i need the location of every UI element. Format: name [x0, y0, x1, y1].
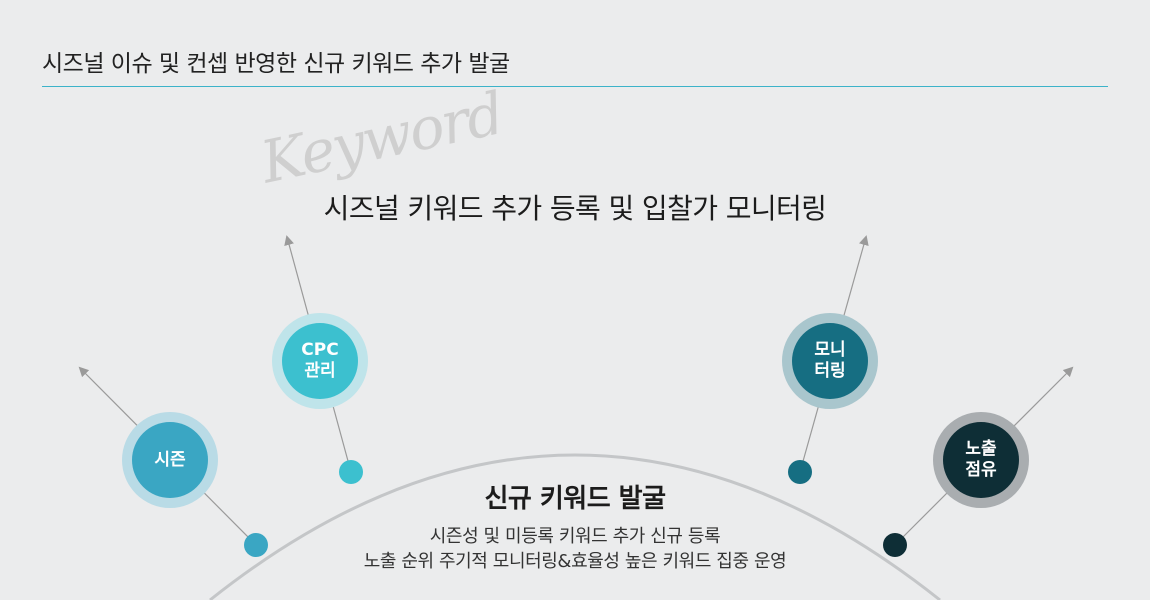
center-description: 시즌성 및 미등록 키워드 추가 신규 등록 노출 순위 주기적 모니터링&효율…	[0, 524, 1150, 574]
node-exposure-label: 노출 점유	[965, 439, 997, 480]
anchor-dot-monitoring	[788, 460, 812, 484]
node-monitoring: 모니 터링	[782, 313, 878, 409]
node-exposure: 노출 점유	[933, 412, 1029, 508]
center-desc-line-1: 시즌성 및 미등록 키워드 추가 신규 등록	[429, 526, 721, 547]
center-desc-line-2: 노출 순위 주기적 모니터링&효율성 높은 키워드 집중 운영	[363, 551, 787, 572]
anchor-dot-season	[244, 533, 268, 557]
node-monitoring-label: 모니 터링	[814, 340, 846, 381]
node-season-label: 시즌	[154, 449, 186, 470]
headline: 시즈널 키워드 추가 등록 및 입찰가 모니터링	[323, 192, 827, 225]
main-arc	[209, 453, 941, 600]
node-cpc: CPC 관리	[272, 313, 368, 409]
page-title: 시즈널 이슈 및 컨셉 반영한 신규 키워드 추가 발굴	[42, 51, 510, 77]
node-cpc-label: CPC 관리	[301, 340, 339, 381]
center-title: 신규 키워드 발굴	[484, 484, 666, 514]
anchor-dot-cpc	[339, 460, 363, 484]
anchor-dot-exposure	[883, 533, 907, 557]
title-rule	[42, 86, 1108, 87]
node-season: 시즌	[122, 412, 218, 508]
